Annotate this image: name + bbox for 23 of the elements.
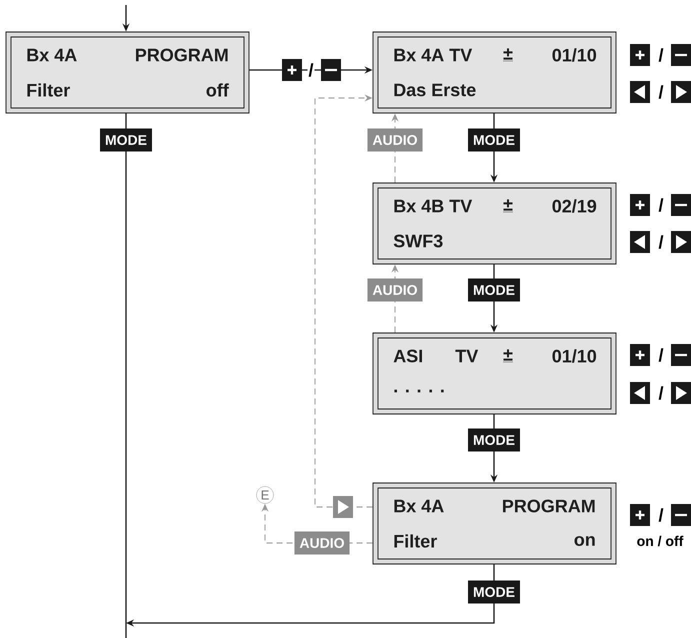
- mode-key: MODE: [468, 278, 520, 302]
- key-separator: /: [658, 386, 664, 400]
- audio-key: AUDIO: [367, 128, 423, 152]
- key-separator: /: [658, 508, 664, 522]
- mode-key: MODE: [100, 128, 152, 152]
- audio-key: AUDIO: [294, 532, 350, 554]
- display-box: Bx 4A TV ± 01/10 Das Erste: [372, 32, 616, 114]
- key-separator: /: [658, 48, 664, 62]
- display-box: Bx 4B TV ± 02/19 SWF3: [372, 182, 616, 264]
- mode-key: MODE: [468, 428, 520, 452]
- display-box: Bx 4A PROGRAM Filter off: [6, 32, 250, 114]
- arrow: [314, 94, 373, 508]
- display-box: Bx 4A PROGRAM Filter on: [372, 482, 616, 564]
- display-box: ASI TV ± 01/10 . . . . .: [372, 332, 616, 414]
- mode-key: MODE: [468, 580, 520, 604]
- key-separator: /: [308, 62, 314, 78]
- key-separator: /: [658, 235, 664, 249]
- key-separator: /: [658, 85, 664, 99]
- key-caption: on / off: [637, 536, 684, 546]
- key-separator: /: [658, 198, 664, 212]
- mode-key: MODE: [468, 128, 520, 152]
- audio-key: AUDIO: [367, 278, 423, 302]
- key-separator: /: [658, 348, 664, 362]
